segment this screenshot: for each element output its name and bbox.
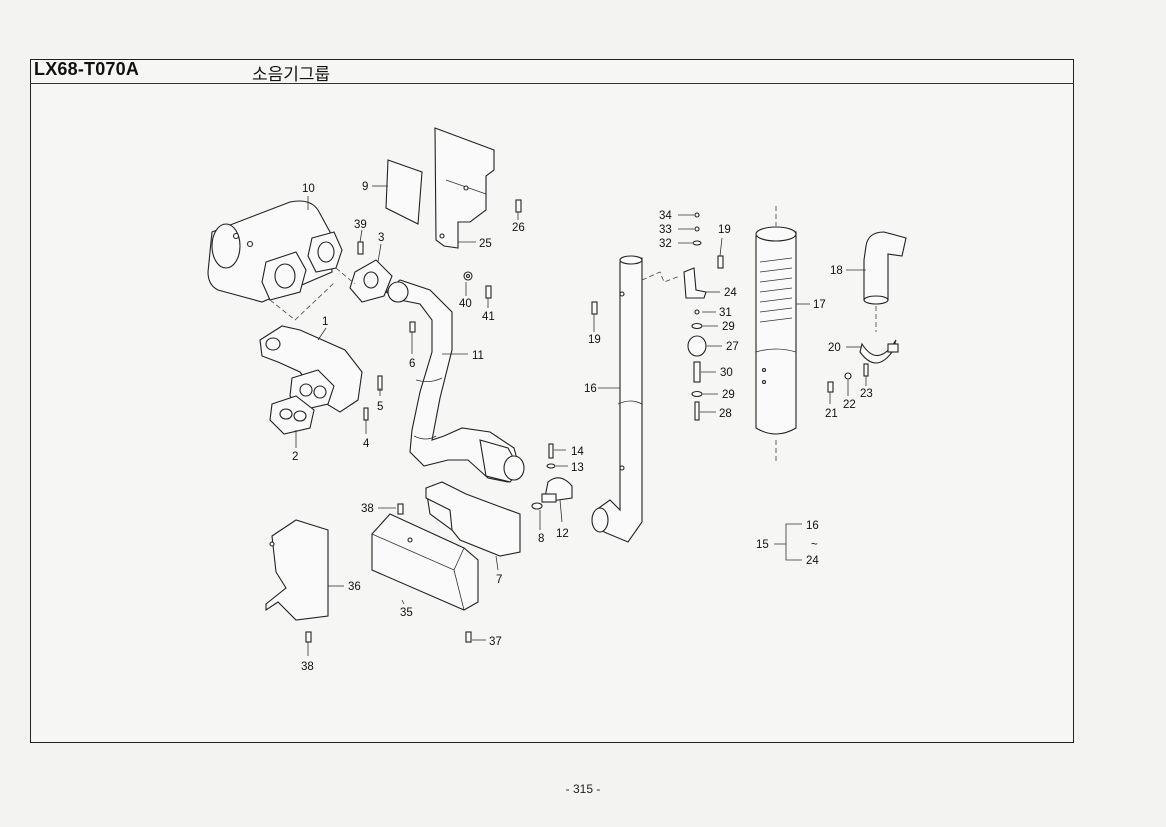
heat-shield-tube-part	[755, 226, 797, 435]
callout-label: 9	[362, 181, 368, 193]
callout-label: 15	[756, 539, 769, 551]
pipe-bracket-part	[683, 267, 707, 299]
callout-label: 29	[722, 389, 735, 401]
header-divider	[30, 83, 1074, 84]
callout-label: 36	[348, 581, 361, 593]
callout-label: 27	[726, 341, 739, 353]
callout-label: 23	[860, 388, 873, 400]
callout-label: 18	[830, 265, 843, 277]
band-clamp-part	[859, 339, 899, 364]
callout-label: 21	[825, 408, 838, 420]
pipe-clamp-part	[531, 477, 573, 510]
drawing-frame	[30, 59, 1074, 743]
callout-label: 34	[659, 210, 672, 222]
callout-label: 31	[719, 307, 732, 319]
callout-label: 12	[556, 528, 569, 540]
callout-label: 16	[584, 383, 597, 395]
range-note: 16 ~	[806, 520, 819, 551]
callout-label: 5	[377, 401, 383, 413]
callout-label: 38	[301, 661, 314, 673]
callout-label: 19	[588, 334, 601, 346]
page-number: - 315 -	[565, 782, 601, 796]
elbow-cap-part	[863, 231, 907, 305]
callout-label: 13	[571, 462, 584, 474]
bolt-part	[305, 199, 869, 643]
support-plate-part	[425, 481, 521, 557]
exhaust-pipe-part	[385, 279, 525, 483]
callout-label: 3	[378, 232, 384, 244]
callout-label: 22	[843, 399, 856, 411]
callout-label: 37	[489, 636, 502, 648]
callout-label: 38	[361, 503, 374, 515]
heat-plate-part	[385, 159, 423, 225]
exhaust-manifold-part	[259, 325, 363, 413]
callout-label: 39	[354, 219, 367, 231]
gasket-part	[269, 395, 315, 435]
leader-lines	[295, 185, 867, 656]
callout-label: 6	[409, 358, 415, 370]
side-shield-part	[265, 519, 329, 621]
group-title: 소음기그룹	[252, 65, 331, 84]
callout-label: 14	[571, 446, 584, 458]
callout-label: 28	[719, 408, 732, 420]
range-from: 16	[806, 520, 819, 532]
mounting-bracket-part	[434, 127, 495, 249]
callout-label: 35	[400, 607, 413, 619]
flange-gasket-part	[349, 259, 393, 303]
callout-label: 1	[322, 316, 328, 328]
callout-label: 17	[813, 299, 826, 311]
callout-label: 41	[482, 311, 495, 323]
callout-label: 24	[724, 287, 737, 299]
muffler-part	[207, 200, 343, 303]
callout-label: 33	[659, 224, 672, 236]
callout-label: 10	[302, 183, 315, 195]
part-code: LX68-T070A	[34, 59, 140, 79]
mount-stack-part	[687, 212, 707, 421]
callout-label: 30	[720, 367, 733, 379]
callout-label: 32	[659, 238, 672, 250]
muffler-cover-part	[371, 513, 479, 611]
callout-label: 24	[806, 555, 819, 567]
range-tilde: ~	[811, 539, 818, 551]
callout-label: 29	[722, 321, 735, 333]
callout-labels: 1 2 3 4 5 6 7 8 9 10 11 12 13 14 15 16 1…	[292, 181, 873, 673]
callout-label: 25	[479, 238, 492, 250]
callout-label: 7	[496, 574, 502, 586]
callout-label: 40	[459, 298, 472, 310]
callout-label: 26	[512, 222, 525, 234]
callout-label: 20	[828, 342, 841, 354]
callout-label: 8	[538, 533, 544, 545]
tail-pipe-part	[591, 255, 643, 543]
callout-label: 4	[363, 438, 370, 450]
callout-label: 19	[718, 224, 731, 236]
callout-label: 11	[472, 350, 484, 362]
callout-label: 2	[292, 451, 298, 463]
